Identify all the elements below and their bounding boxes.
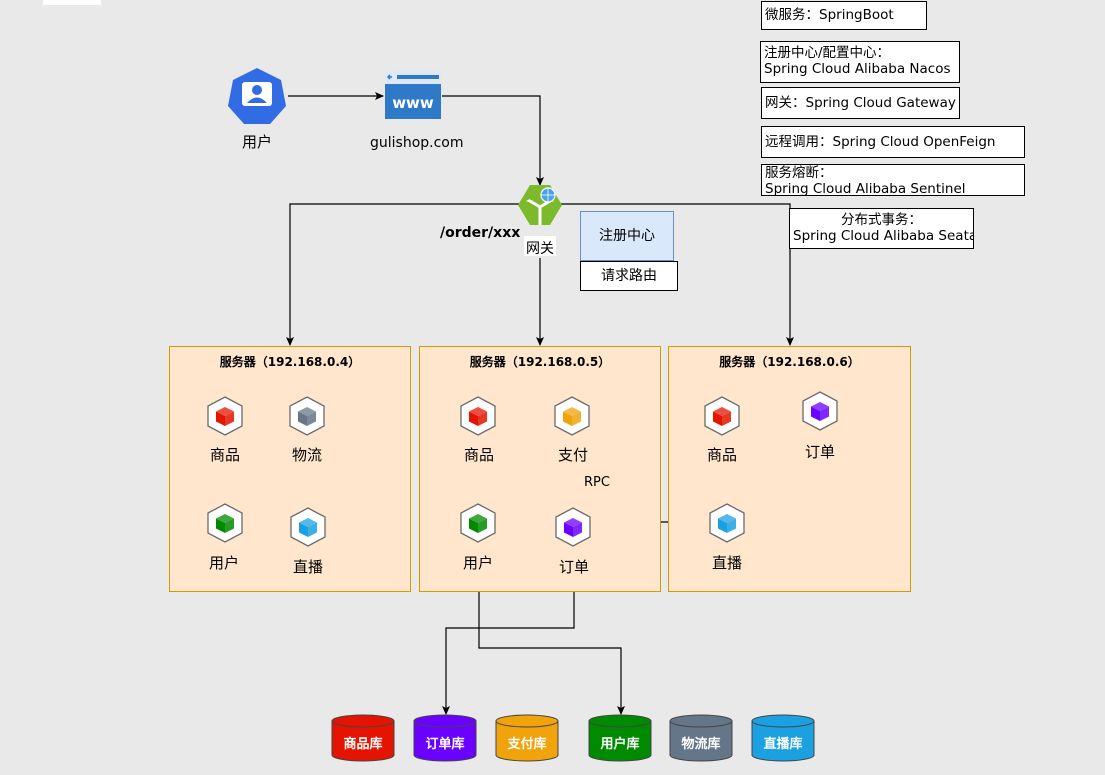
database-cylinder: 用户库: [588, 714, 652, 762]
gateway-to-server1-edge: [286, 203, 540, 346]
service-label-order: 订单: [804, 443, 835, 461]
database-cylinder: 支付库: [495, 714, 559, 762]
database-cylinder: 订单库: [413, 714, 477, 762]
service-cube-icon: [702, 396, 742, 436]
service-cube-icon: [288, 507, 328, 547]
server-2: 服务器（192.168.0.5）: [419, 346, 661, 592]
service-cube-icon: [458, 396, 498, 436]
service-label-order: 订单: [558, 558, 589, 576]
service-label-product: 商品: [706, 446, 737, 464]
database-icon: [331, 714, 395, 762]
service-cube-icon: [800, 391, 840, 431]
note-rpc: 远程调用：Spring Cloud OpenFeign: [761, 126, 1025, 158]
service-label-live: 直播: [292, 558, 323, 576]
service-label-product: 商品: [463, 446, 494, 464]
server-title: 服务器（192.168.0.4）: [219, 355, 361, 369]
server-1: 服务器（192.168.0.4）: [169, 346, 411, 592]
gateway-label-bg: [524, 236, 556, 256]
service-label-payment: 支付: [557, 446, 588, 464]
registry-center-box: 注册中心: [580, 211, 674, 261]
note-transaction: 分布式事务：Spring Cloud Alibaba Seata: [789, 208, 974, 249]
note-microservice: 微服务：SpringBoot: [761, 1, 927, 30]
database-cylinder: 直播库: [751, 714, 815, 762]
rpc-label: RPC: [584, 475, 610, 490]
gateway-icon: [518, 185, 562, 225]
note-gateway: 网关：Spring Cloud Gateway: [761, 87, 960, 119]
user-to-userdb-edge: [478, 568, 625, 715]
database-label: 用户库: [600, 737, 640, 752]
service-cube-icon: [287, 396, 327, 436]
route-path-label: /order/xxx: [440, 225, 521, 241]
site-label: gulishop.com: [370, 135, 464, 151]
server-title: 服务器（192.168.0.6）: [719, 355, 860, 369]
server-title: 服务器（192.168.0.5）: [469, 355, 611, 369]
database-icon: [495, 714, 559, 762]
user-label: 用户: [242, 133, 273, 151]
database-icon: [669, 714, 733, 762]
service-cube-icon: [205, 396, 245, 436]
user-icon: [228, 68, 286, 124]
database-label: 支付库: [507, 737, 547, 752]
top-white-block: [43, 0, 101, 5]
service-cube-icon: [458, 503, 498, 543]
server-3: 服务器（192.168.0.6）: [668, 346, 911, 592]
note-breaker: 服务熔断：Spring Cloud Alibaba Sentinel: [761, 164, 1025, 196]
database-label: 直播库: [763, 737, 803, 752]
database-cylinder: 商品库: [331, 714, 395, 762]
service-label-user: 用户: [462, 554, 493, 572]
gateway-label: 网关: [526, 241, 554, 257]
database-icon: [588, 714, 652, 762]
request-routing-box: 请求路由: [580, 261, 678, 291]
note-registry: 注册中心/配置中心：Spring Cloud Alibaba Nacos: [760, 41, 960, 83]
database-label: 物流库: [681, 737, 721, 752]
service-label-live: 直播: [711, 554, 742, 572]
service-label-logistics: 物流: [291, 446, 322, 464]
database-label: 商品库: [343, 737, 383, 752]
service-cube-icon: [205, 503, 245, 543]
browser-icon: www: [385, 71, 441, 119]
database-label: 订单库: [425, 737, 465, 752]
svg-text:www: www: [392, 94, 434, 112]
service-cube-icon: [552, 396, 592, 436]
service-cube-icon: [707, 503, 747, 543]
service-label-user: 用户: [208, 554, 239, 572]
gateway-to-server3-edge: [540, 203, 794, 346]
site-to-gateway-edge: [442, 95, 544, 186]
database-icon: [413, 714, 477, 762]
service-label-product: 商品: [209, 446, 240, 464]
service-cube-icon: [553, 507, 593, 547]
database-cylinder: 物流库: [669, 714, 733, 762]
database-icon: [751, 714, 815, 762]
